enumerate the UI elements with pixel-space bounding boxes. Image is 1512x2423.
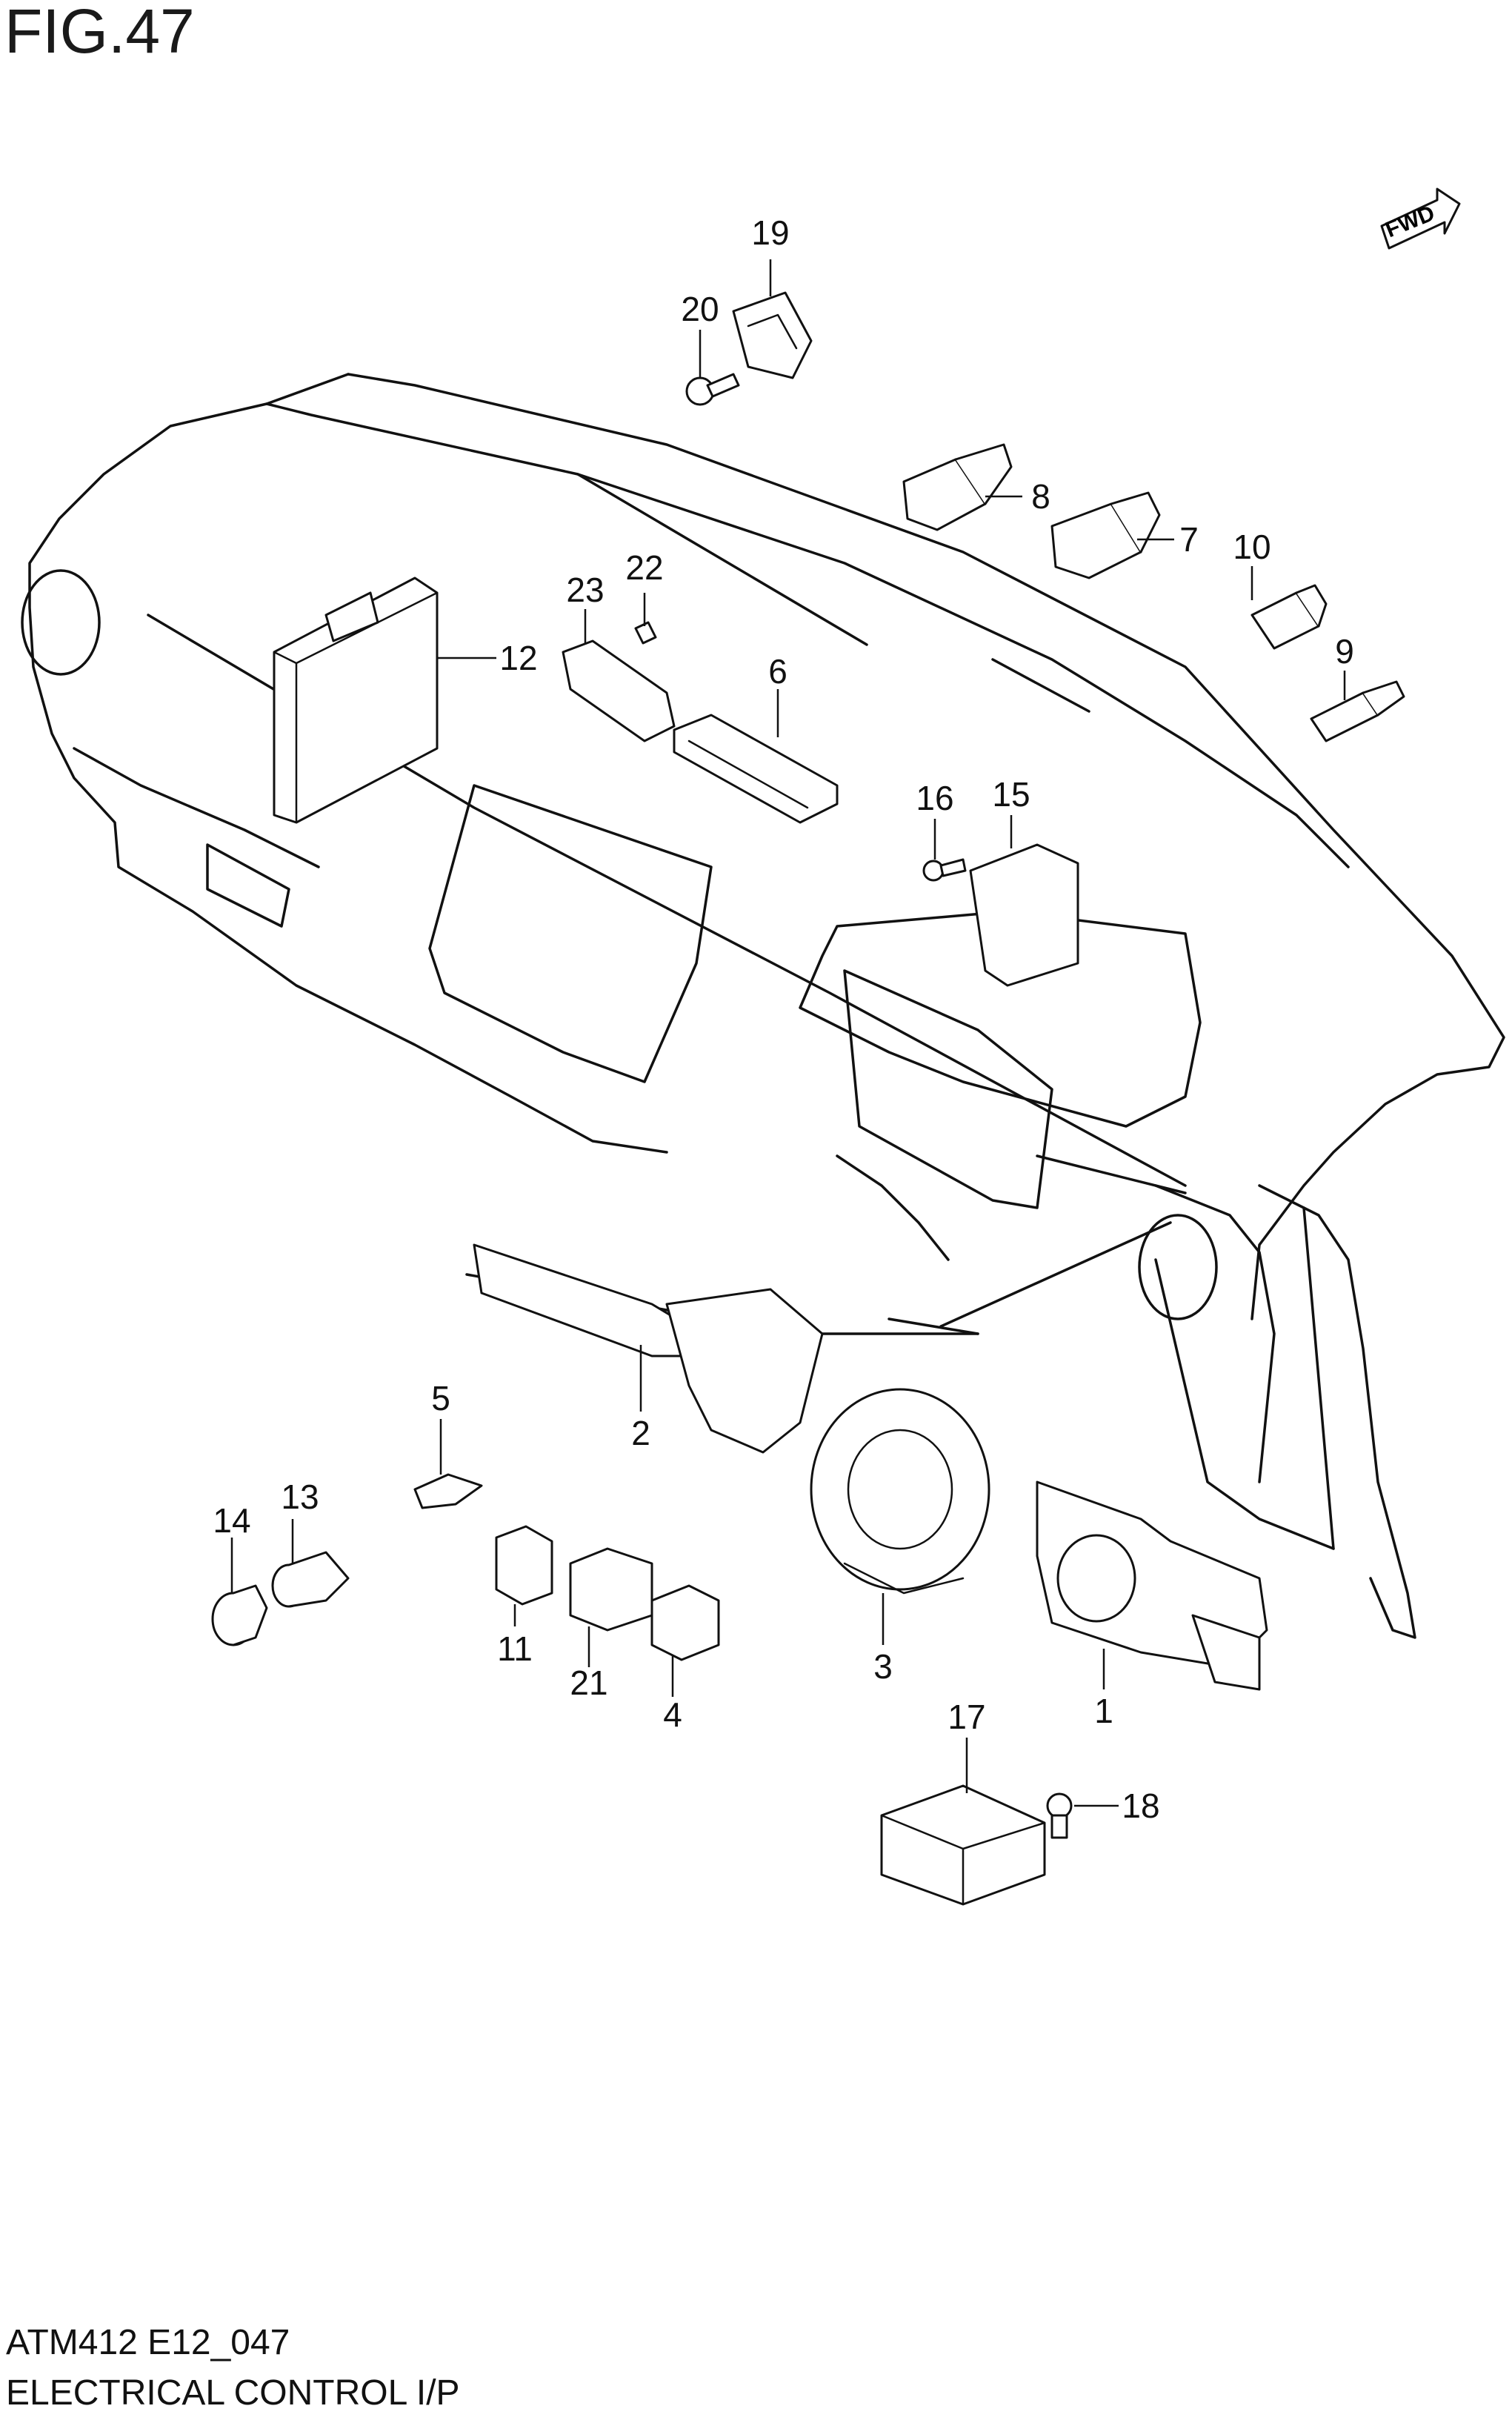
part-19-connector [732, 291, 813, 379]
part-16-screw [922, 858, 967, 882]
part-2-combination-switch [473, 1243, 824, 1454]
diagram-code: ATM412 E12_047 [6, 2323, 290, 2362]
part-4-switch [650, 1584, 720, 1661]
callout-11: 11 [497, 1629, 533, 1668]
callout-12: 12 [499, 639, 537, 677]
callout-4: 4 [663, 1695, 682, 1734]
callout-9: 9 [1335, 632, 1354, 671]
callout-23: 23 [566, 571, 604, 609]
part-21-switch [569, 1547, 653, 1632]
callout-13: 13 [281, 1478, 319, 1516]
callout-17: 17 [948, 1698, 985, 1736]
callout-10: 10 [1233, 528, 1270, 566]
part-8-switch [902, 443, 1013, 531]
part-18-bolt [1046, 1792, 1073, 1839]
callout-labels: 19 20 8 7 10 9 12 23 22 6 16 15 2 5 13 1… [213, 213, 1353, 1825]
callout-2: 2 [631, 1414, 650, 1452]
callout-7: 7 [1179, 520, 1199, 559]
callout-1: 1 [1094, 1692, 1113, 1730]
part-9-sensor [1310, 680, 1405, 742]
part-23-module [562, 639, 676, 742]
fwd-arrow-icon: FWD [1380, 187, 1461, 250]
part-12-control-unit [273, 576, 439, 824]
part-17-airbag-module [880, 1784, 1046, 1906]
part-3-spiral-cable [810, 1388, 990, 1595]
part-7-switch [1050, 491, 1161, 579]
diagram-name: ELECTRICAL CONTROL I/P [6, 2373, 460, 2413]
callout-21: 21 [570, 1663, 607, 1702]
part-5-cover [413, 1473, 483, 1509]
callout-16: 16 [916, 779, 953, 817]
part-14-socket [211, 1584, 268, 1646]
part-13-socket [271, 1551, 350, 1608]
part-1-ignition-switch [1036, 1480, 1268, 1691]
callout-18: 18 [1122, 1786, 1159, 1825]
callout-8: 8 [1031, 477, 1050, 516]
part-11-switch [495, 1525, 553, 1606]
part-22-clip [634, 621, 657, 645]
part-20-bolt [685, 373, 740, 406]
callout-15: 15 [992, 775, 1030, 814]
part-15-unit [969, 843, 1079, 987]
callout-6: 6 [768, 652, 787, 691]
callout-5: 5 [431, 1379, 450, 1417]
callout-22: 22 [625, 548, 663, 587]
leader-lines [230, 259, 1346, 1807]
callout-20: 20 [681, 290, 719, 328]
figure-title: FIG.47 [4, 0, 195, 66]
callout-19: 19 [751, 213, 789, 252]
part-6-switch-panel [673, 714, 839, 824]
callout-3: 3 [873, 1647, 893, 1686]
callout-14: 14 [213, 1501, 250, 1540]
part-10-sensor [1250, 584, 1328, 650]
